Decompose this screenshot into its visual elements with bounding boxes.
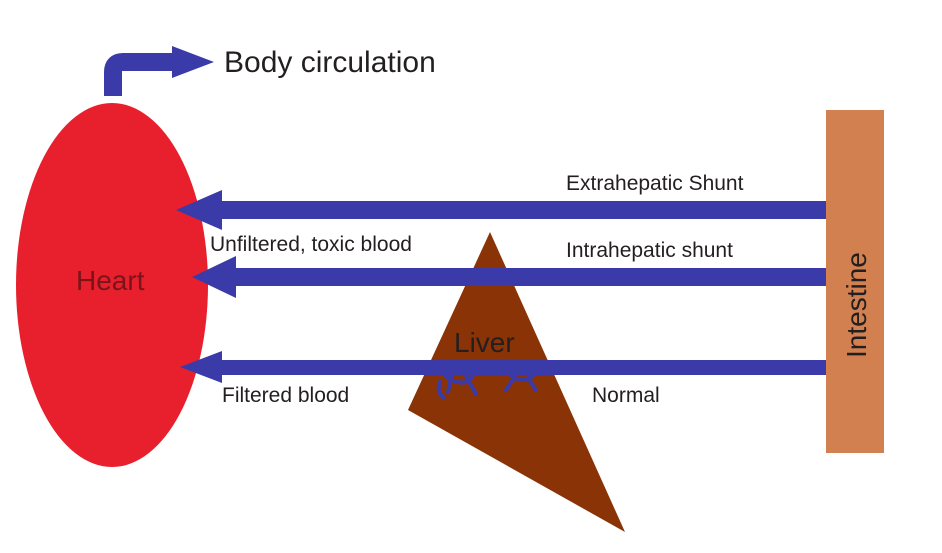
unfiltered-blood-label: Unfiltered, toxic blood bbox=[210, 233, 412, 256]
intrahepatic-shunt-arrowhead bbox=[192, 256, 236, 298]
intrahepatic-shunt-label: Intrahepatic shunt bbox=[566, 239, 733, 262]
normal-arrowhead bbox=[180, 351, 222, 383]
intestine-label: Intestine bbox=[841, 252, 872, 358]
extrahepatic-shunt-arrowhead bbox=[176, 190, 222, 230]
intestine-shape bbox=[826, 110, 884, 453]
body-circulation-arrow-shaft bbox=[104, 53, 180, 96]
heart-label: Heart bbox=[76, 265, 145, 296]
filtered-blood-label: Filtered blood bbox=[222, 384, 349, 407]
heart-shape bbox=[16, 103, 208, 467]
intrahepatic-shunt-arrow-shaft bbox=[228, 268, 826, 286]
liver-vessels bbox=[436, 366, 540, 400]
extrahepatic-shunt-label: Extrahepatic Shunt bbox=[566, 172, 744, 195]
extrahepatic-shunt-arrow-shaft bbox=[214, 201, 826, 219]
normal-label: Normal bbox=[592, 384, 660, 407]
liver-shape bbox=[408, 232, 625, 532]
body-circulation-label: Body circulation bbox=[224, 46, 436, 79]
normal-arrow-shaft bbox=[215, 360, 826, 375]
liver-label: Liver bbox=[454, 327, 515, 358]
body-circulation-arrowhead bbox=[172, 46, 214, 78]
